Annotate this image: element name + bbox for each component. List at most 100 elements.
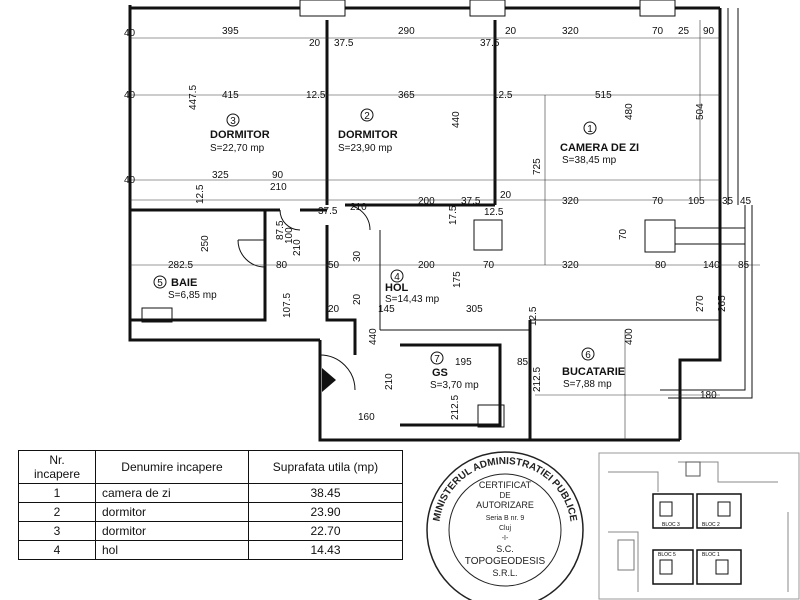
dim-200a: 200 bbox=[418, 196, 435, 207]
legend-cell-name: dormitor bbox=[95, 521, 249, 541]
legend-col-area: Suprafata utila (mp) bbox=[248, 450, 403, 484]
wall-bottom bbox=[318, 340, 680, 442]
dim-210c: 210 bbox=[292, 239, 303, 256]
dim-40c: 40 bbox=[124, 175, 136, 186]
legend-cell-area: 22.70 bbox=[248, 521, 403, 541]
bloc5-label: BLOC 5 bbox=[658, 552, 676, 558]
room-6-area: S=7,88 mp bbox=[563, 379, 612, 390]
dim-20d: 20 bbox=[328, 304, 340, 315]
dim-12-5c: 12.5 bbox=[195, 184, 206, 204]
building-bloc2: BLOC 2 bbox=[696, 493, 742, 529]
legend-cell-nr: 4 bbox=[18, 540, 96, 560]
dim-180: 180 bbox=[700, 390, 717, 401]
dim-282-5: 282.5 bbox=[168, 260, 193, 271]
legend-cell-area: 23.90 bbox=[248, 502, 403, 522]
authorization-stamp: MINISTERUL ADMINISTRATIEI PUBLICE CERTIF… bbox=[426, 451, 584, 600]
dimension-numbers: 395 20 37.5 290 37.5 20 320 70 25 90 40 … bbox=[124, 26, 752, 423]
dim-37-5b: 37.5 bbox=[480, 38, 500, 49]
doors bbox=[237, 204, 371, 392]
entrance-arrow-icon bbox=[322, 368, 336, 392]
dim-320b: 320 bbox=[562, 196, 579, 207]
wall-bath-right bbox=[130, 210, 267, 322]
dim-440b: 440 bbox=[368, 328, 379, 345]
dim-145: 145 bbox=[378, 304, 395, 315]
room-3-number: 3 bbox=[230, 116, 236, 127]
dim-30: 30 bbox=[352, 250, 363, 262]
dim-70b: 70 bbox=[652, 196, 664, 207]
room-3-name: DORMITOR bbox=[210, 129, 270, 141]
duct-1 bbox=[473, 219, 503, 251]
dim-210d: 210 bbox=[384, 373, 395, 390]
stamp-line6: -I- bbox=[502, 535, 509, 542]
dim-40b: 40 bbox=[124, 90, 136, 101]
room-1-label: 1 CAMERA DE ZI S=38,45 mp bbox=[560, 121, 639, 166]
table-row: 1 camera de zi 38.45 bbox=[18, 483, 403, 503]
dim-40a: 40 bbox=[124, 28, 136, 39]
window-3 bbox=[639, 0, 676, 17]
dim-37-5c: 37.5 bbox=[318, 206, 338, 217]
room-5-area: S=6,85 mp bbox=[168, 290, 217, 301]
dim-12-5d: 12.5 bbox=[484, 207, 504, 218]
legend-cell-nr: 1 bbox=[18, 483, 96, 503]
dim-320a: 320 bbox=[562, 26, 579, 37]
dim-210b: 210 bbox=[350, 202, 367, 213]
wall-top-left bbox=[128, 5, 320, 342]
dim-212-5a: 212.5 bbox=[532, 367, 543, 392]
room-6-number: 6 bbox=[585, 350, 591, 361]
dim-447-5: 447.5 bbox=[188, 85, 199, 110]
room-4-name: HOL bbox=[385, 282, 409, 294]
dim-80: 80 bbox=[276, 260, 288, 271]
dim-20e: 20 bbox=[352, 293, 363, 305]
door-bedroom3 bbox=[279, 209, 301, 231]
stamp-line2: DE bbox=[499, 491, 510, 500]
stamp-line9: S.R.L. bbox=[492, 568, 517, 578]
building-bloc1: BLOC 1 bbox=[696, 549, 742, 585]
dim-12-5b: 12.5 bbox=[493, 90, 513, 101]
door-entrance bbox=[319, 354, 356, 391]
dim-400: 400 bbox=[624, 328, 635, 345]
dim-105: 105 bbox=[688, 196, 705, 207]
dim-395: 395 bbox=[222, 26, 239, 37]
dim-70c: 70 bbox=[483, 260, 495, 271]
room-5-name: BAIE bbox=[171, 277, 197, 289]
dim-515: 515 bbox=[595, 90, 612, 101]
window-1 bbox=[299, 0, 346, 17]
dim-440: 440 bbox=[451, 111, 462, 128]
dimension-lines bbox=[130, 20, 760, 440]
dim-270: 270 bbox=[695, 295, 706, 312]
room-2-area: S=23,90 mp bbox=[338, 143, 393, 154]
room-5-number: 5 bbox=[157, 278, 163, 289]
dim-195: 195 bbox=[455, 357, 472, 368]
dim-365: 365 bbox=[398, 90, 415, 101]
top-windows bbox=[299, 0, 676, 17]
dim-415: 415 bbox=[222, 90, 239, 101]
wall-gs bbox=[400, 343, 502, 427]
room-4-label: 4 HOL S=14,43 mp bbox=[385, 269, 440, 305]
room-4-number: 4 bbox=[394, 272, 400, 283]
room-labels: 1 CAMERA DE ZI S=38,45 mp 2 DORMITOR S=2… bbox=[153, 108, 639, 391]
dim-290: 290 bbox=[398, 26, 415, 37]
dim-70d: 70 bbox=[618, 228, 629, 240]
dim-20b: 20 bbox=[505, 26, 517, 37]
dim-140: 140 bbox=[703, 260, 720, 271]
dim-25: 25 bbox=[678, 26, 690, 37]
legend-cell-name: dormitor bbox=[95, 502, 249, 522]
building-bloc5: BLOC 5 bbox=[652, 549, 694, 585]
legend-cell-nr: 2 bbox=[18, 502, 96, 522]
wall-hall-mid bbox=[379, 230, 530, 331]
gs-fixture bbox=[477, 404, 505, 428]
window-2 bbox=[469, 0, 506, 17]
dim-70a: 70 bbox=[652, 26, 664, 37]
legend-cell-name: hol bbox=[95, 540, 249, 560]
dim-85b: 85 bbox=[517, 357, 529, 368]
dim-20a: 20 bbox=[309, 38, 321, 49]
floor-plan: 1 CAMERA DE ZI S=38,45 mp 2 DORMITOR S=2… bbox=[124, 0, 760, 442]
dim-320c: 320 bbox=[562, 260, 579, 271]
dim-100: 100 bbox=[284, 227, 295, 244]
table-row: 4 hol 14.43 bbox=[18, 540, 403, 560]
room-1-name: CAMERA DE ZI bbox=[560, 142, 639, 154]
dim-37-5d: 37.5 bbox=[461, 196, 481, 207]
dim-107-5: 107.5 bbox=[282, 293, 293, 318]
dim-45: 45 bbox=[740, 196, 752, 207]
stamp-line5: Cluj bbox=[499, 525, 512, 532]
